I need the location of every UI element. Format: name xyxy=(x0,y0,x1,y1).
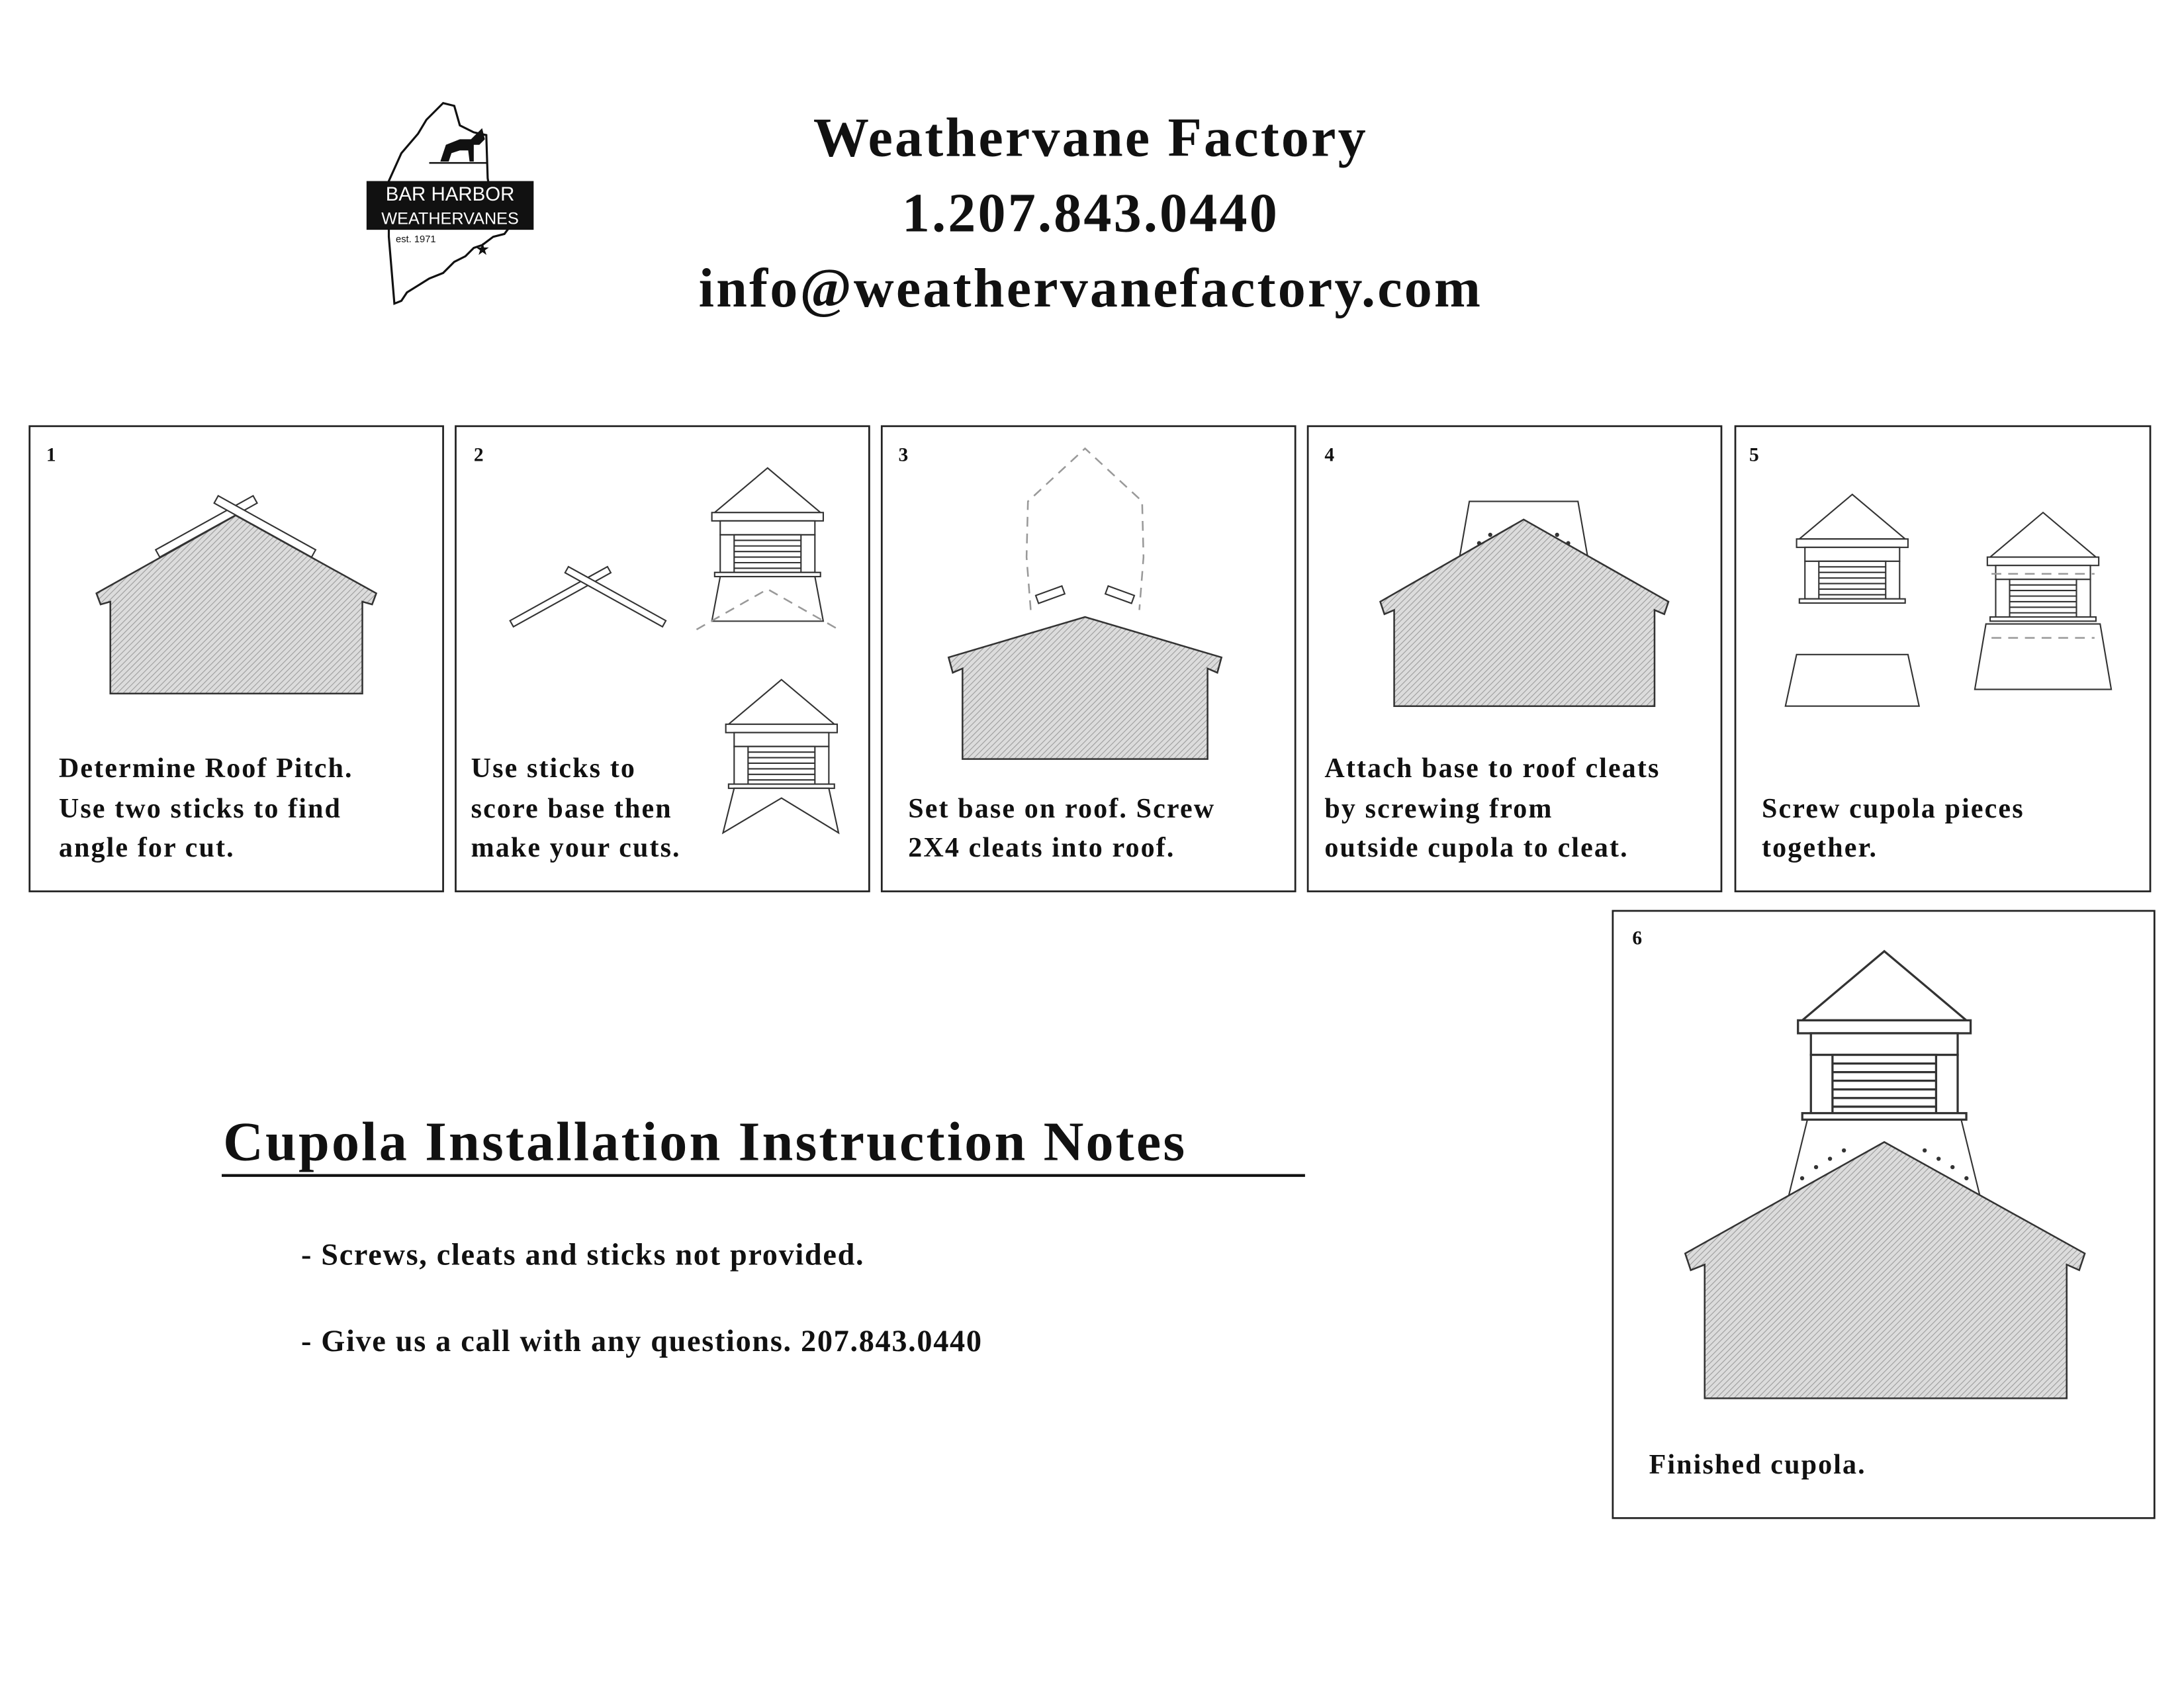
cupola-cut-illustration xyxy=(721,679,840,835)
step-caption-line: Attach base to roof cleats xyxy=(1324,753,1660,784)
step-caption-line: 2X4 cleats into roof. xyxy=(908,833,1175,863)
note-item: - Screws, cleats and sticks not provided… xyxy=(301,1238,864,1272)
step-caption-line: Use two sticks to find xyxy=(59,794,341,824)
step-caption-line: Set base on roof. Screw xyxy=(908,794,1215,824)
roof-pitch-illustration xyxy=(95,494,378,695)
step-panel-5: 5 Screw cupola pieces together. xyxy=(1734,425,2152,892)
star-icon: ★ xyxy=(475,241,490,259)
base-on-roof-illustration xyxy=(947,447,1223,760)
note-item: - Give us a call with any questions. 207… xyxy=(301,1325,983,1358)
attach-base-illustration xyxy=(1379,500,1670,707)
step-number: 2 xyxy=(474,444,484,465)
step-number: 3 xyxy=(899,444,909,465)
step-caption-line: Finished cupola. xyxy=(1649,1450,1866,1480)
step-caption-line: by screwing from xyxy=(1324,794,1553,824)
step-number: 4 xyxy=(1324,444,1334,465)
notes-title: Cupola Installation Instruction Notes xyxy=(223,1111,1187,1173)
step-number: 6 xyxy=(1632,927,1642,949)
step-caption-line: Determine Roof Pitch. xyxy=(59,753,353,784)
cupola-pieces-separate xyxy=(1784,493,1921,707)
bar-harbor-weathervanes-logo: BAR HARBOR WEATHERVANES est. 1971 ★ xyxy=(366,101,534,305)
step-panel-6: 6 Finished cupola. xyxy=(1612,910,2156,1519)
company-email[interactable]: info@weathervanefactory.com xyxy=(699,258,1483,319)
sticks-illustration xyxy=(509,565,667,628)
company-phone: 1.207.843.0440 xyxy=(902,182,1279,244)
step-number: 5 xyxy=(1749,444,1759,465)
cupola-scoring-illustration xyxy=(696,467,839,631)
cupola-pieces-assembled xyxy=(1974,512,2113,690)
logo-est: est. 1971 xyxy=(396,234,436,245)
step-caption-line: Screw cupola pieces xyxy=(1762,794,2025,824)
step-caption-line: together. xyxy=(1762,833,1878,863)
logo-text-line1: BAR HARBOR xyxy=(386,183,515,205)
logo-text-line2: WEATHERVANES xyxy=(381,210,519,228)
step-panel-3: 3 Set base on roof. Screw 2X4 cleats int… xyxy=(880,425,1297,892)
step-panel-4: 4 Attach base to roof cleats by screwing… xyxy=(1306,425,1723,892)
step-number: 1 xyxy=(46,444,56,465)
step-panel-1: 1 Determine Roof Pitch. Use two sticks t… xyxy=(28,425,444,892)
step-caption-line: score base then xyxy=(471,794,672,824)
step-caption-line: angle for cut. xyxy=(59,833,235,863)
step-caption-line: make your cuts. xyxy=(471,833,681,863)
company-name: Weathervane Factory xyxy=(813,107,1368,169)
step-caption-line: Use sticks to xyxy=(471,753,636,784)
moose-icon xyxy=(440,128,485,162)
finished-cupola-illustration xyxy=(1684,950,2086,1399)
step-caption-line: outside cupola to cleat. xyxy=(1324,833,1628,863)
step-panel-2: 2 Use sticks to score base then make you… xyxy=(455,425,870,892)
